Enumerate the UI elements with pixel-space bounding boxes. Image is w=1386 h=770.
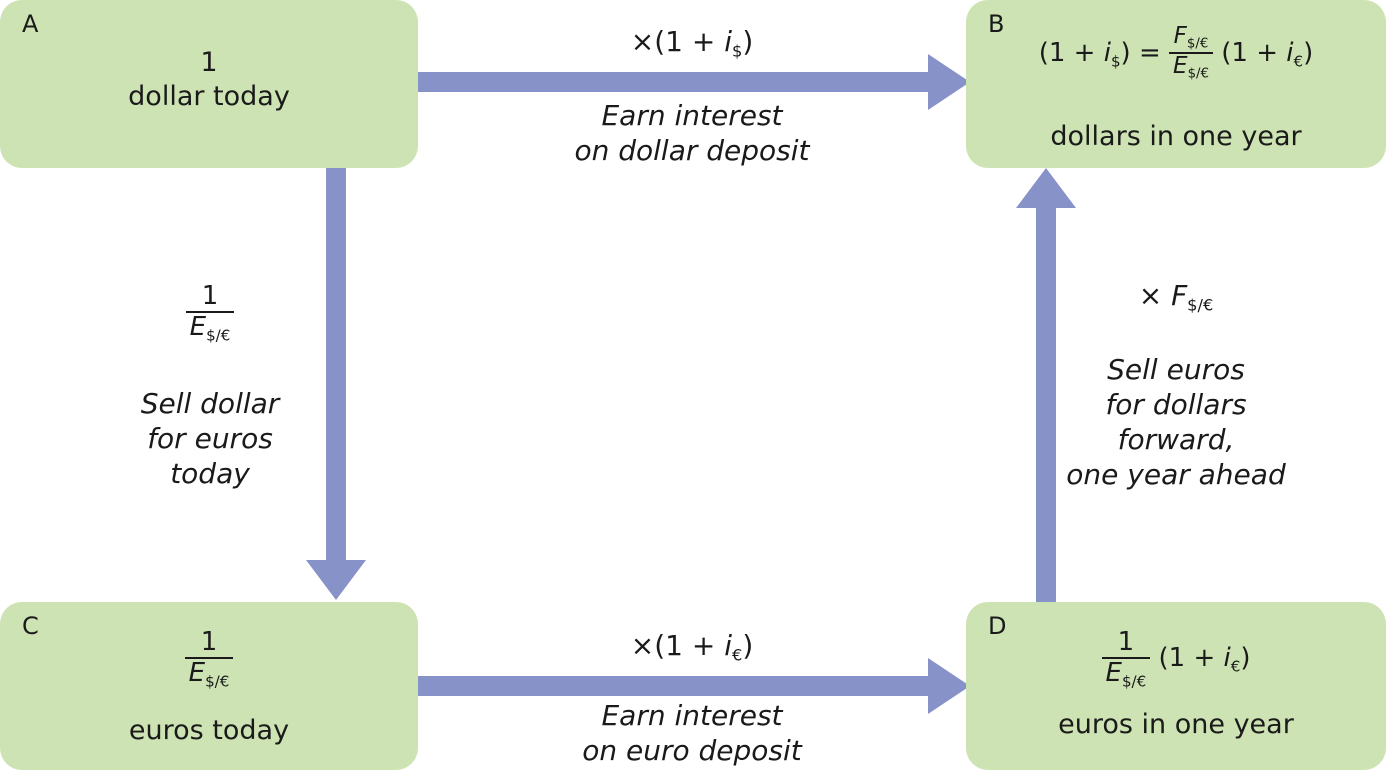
- arrow-a-to-c-shaft: [326, 168, 346, 568]
- bottom-arrow-line1: Earn interest: [601, 699, 783, 732]
- box-c-caption: euros today: [128, 715, 290, 746]
- box-d-euros-in-one-year: D 1 E$/€ (1 + i€) euros in one year: [966, 602, 1386, 770]
- box-a-amount: 1: [200, 47, 218, 78]
- box-b-formula: (1 + i$) = F$/€ E$/€ (1 + i€): [1038, 23, 1314, 82]
- bottom-arrow-operator: ×(1 + i€): [630, 629, 754, 665]
- arrow-a-to-b-shaft: [418, 72, 938, 92]
- top-arrow-line2: on dollar deposit: [574, 134, 810, 167]
- arrow-c-to-d-head: [928, 658, 970, 714]
- bottom-arrow-label: Earn interest on euro deposit: [418, 698, 966, 768]
- top-arrow-operator: ×(1 + i$): [630, 25, 754, 61]
- box-b-caption: dollars in one year: [1050, 121, 1302, 152]
- top-arrow-line1: Earn interest: [601, 99, 783, 132]
- box-d-letter: D: [988, 612, 1007, 640]
- box-d-caption: euros in one year: [1058, 709, 1294, 740]
- right-arrow-operator: × F$/€: [1138, 279, 1214, 315]
- box-c-formula: 1 E$/€: [0, 628, 418, 689]
- box-c-letter: C: [22, 612, 39, 640]
- box-b-letter: B: [988, 10, 1005, 38]
- left-arrow-line2: for euros: [147, 422, 273, 455]
- box-d-formula: 1 E$/€ (1 + i€): [966, 628, 1386, 689]
- arrow-a-to-c-head: [306, 560, 366, 600]
- box-a-content: 1 dollar today: [0, 46, 418, 114]
- box-a-caption: dollar today: [128, 81, 290, 112]
- box-c-euros-today: C 1 E$/€ euros today: [0, 602, 418, 770]
- box-b-dollars-in-one-year: B (1 + i$) = F$/€ E$/€ (1 + i€) dollars …: [966, 0, 1386, 168]
- right-arrow-line4: one year ahead: [1066, 458, 1286, 491]
- box-a-dollar-today: A 1 dollar today: [0, 0, 418, 168]
- right-arrow-label: Sell euros for dollars forward, one year…: [1056, 352, 1296, 492]
- arrow-d-to-b-shaft: [1036, 200, 1056, 603]
- arrow-c-to-d-shaft: [418, 676, 938, 696]
- left-arrow-line1: Sell dollar: [140, 387, 280, 420]
- right-arrow-line3: forward,: [1117, 423, 1235, 456]
- arrow-d-to-b-head: [1016, 168, 1076, 208]
- left-arrow-line3: today: [170, 457, 250, 490]
- left-arrow-label: Sell dollar for euros today: [90, 386, 330, 491]
- box-a-letter: A: [22, 10, 39, 38]
- right-arrow-line2: for dollars: [1105, 388, 1247, 421]
- right-arrow-line1: Sell euros: [1107, 353, 1245, 386]
- arrow-a-to-b-head: [928, 54, 970, 110]
- top-arrow-label: Earn interest on dollar deposit: [418, 98, 966, 168]
- bottom-arrow-line2: on euro deposit: [582, 734, 802, 767]
- left-arrow-rate: 1 E$/€: [110, 282, 310, 343]
